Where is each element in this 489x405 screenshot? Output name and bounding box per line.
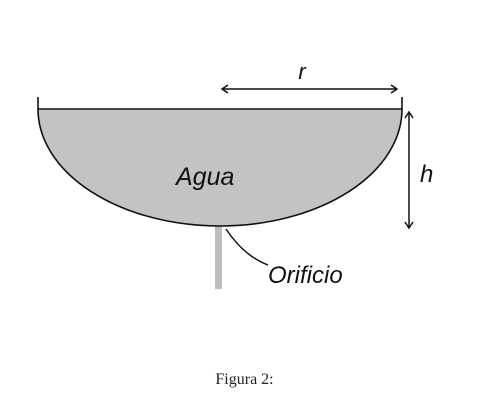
water-bowl — [37, 108, 403, 227]
water-label: Agua — [174, 163, 234, 191]
height-dimension — [404, 110, 414, 230]
outlet-pipe — [215, 225, 222, 289]
outlet-label: Orificio — [268, 262, 343, 289]
height-label: h — [420, 161, 433, 188]
outlet-leader-line — [225, 228, 269, 266]
figure-caption: Figura 2: — [215, 371, 274, 388]
radius-label: r — [298, 59, 307, 84]
radius-dimension — [220, 84, 399, 94]
